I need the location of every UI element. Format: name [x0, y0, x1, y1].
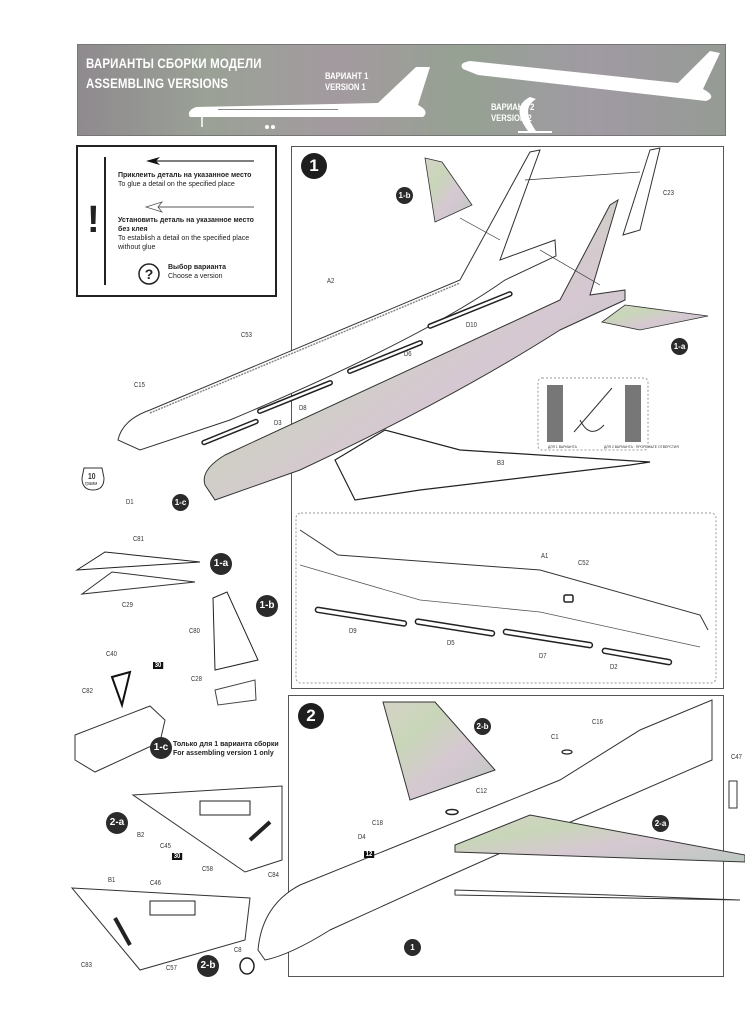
filled-arrow-icon	[146, 157, 254, 165]
part-label-d5: D5	[447, 640, 455, 647]
glue-text-en: To glue a detail on the specified place	[118, 181, 235, 188]
part-label-c80: C80	[189, 628, 200, 635]
badge-1a-sub: 1-a	[210, 553, 232, 575]
part-label-c47: C47	[731, 754, 742, 761]
noglue-text-ru-2: без клея	[118, 226, 148, 233]
part-label-c8: C8	[234, 947, 242, 954]
part-label-c15: C15	[134, 382, 145, 389]
part-label-c53: C53	[241, 332, 252, 339]
star-marker-30b: 30	[172, 853, 183, 860]
weight-unit: грамм	[85, 481, 98, 487]
part-label-d10: D10	[466, 322, 477, 329]
part-label-b1: B1	[108, 877, 116, 884]
part-label-a1: A1	[541, 553, 549, 560]
part-label-c16: C16	[592, 719, 603, 726]
version1-only-en: For assembling version 1 only	[173, 750, 274, 757]
part-label-c57: C57	[166, 965, 177, 972]
part-label-c18: C18	[372, 820, 383, 827]
part-label-d7: D7	[539, 653, 547, 660]
legend-divider	[104, 157, 106, 285]
part-label-c83: C83	[81, 962, 92, 969]
part-label-d3: D3	[274, 420, 282, 427]
version1-label: ВАРИАНТ 1 VERSION 1	[325, 71, 368, 93]
part-label-c82: C82	[82, 688, 93, 695]
exclamation-icon: !	[87, 199, 100, 241]
banner-title-en: ASSEMBLING VERSIONS	[86, 75, 229, 91]
badge-1b: 1-b	[396, 187, 413, 204]
part-label-a2: A2	[327, 278, 335, 285]
noglue-text-en-1: To establish a detail on the specified p…	[118, 235, 250, 242]
badge-2b-sub: 2-b	[197, 955, 219, 977]
star-marker-12: 12	[364, 851, 375, 858]
version2-label-ru: ВАРИАНТ 2	[491, 102, 535, 112]
part-label-c58: C58	[202, 866, 213, 873]
weight-value: 10	[88, 472, 96, 481]
part-label-d1: D1	[126, 499, 134, 506]
cut-note-right: ДЛЯ 2 ВАРИАНТА · ПРОРЕЖЬТЕ ОТВЕРСТИЯ	[604, 444, 679, 449]
part-label-b2: B2	[137, 832, 145, 839]
version1-label-ru: ВАРИАНТ 1	[325, 71, 369, 81]
part-label-c1: C1	[551, 734, 559, 741]
part-label-c84: C84	[268, 872, 279, 879]
assembling-versions-banner: ВАРИАНТЫ СБОРКИ МОДЕЛИ ASSEMBLING VERSIO…	[77, 44, 726, 136]
part-label-c23: C23	[663, 190, 674, 197]
part-label-c52: C52	[578, 560, 589, 567]
badge-1c-sub: 1-c	[150, 737, 172, 759]
banner-title-ru: ВАРИАНТЫ СБОРКИ МОДЕЛИ	[86, 55, 262, 71]
question-icon: ?	[138, 263, 160, 285]
part-label-d8: D8	[299, 405, 307, 412]
badge-1a: 1-a	[671, 338, 688, 355]
glue-instruction: Приклеить деталь на указанное место To g…	[118, 171, 251, 189]
version1-label-en: VERSION 1	[325, 82, 366, 92]
version2-label: ВАРИАНТ 2 VERSION 2	[491, 102, 534, 124]
badge-1: 1	[404, 939, 421, 956]
glue-text-ru: Приклеить деталь на указанное место	[118, 172, 252, 179]
version1-airplane-icon	[188, 51, 720, 133]
part-label-c45: C45	[160, 843, 171, 850]
version1-only-note: Только для 1 варианта сборки For assembl…	[173, 740, 279, 758]
badge-2a: 2-a	[652, 815, 669, 832]
part-label-c28: C28	[191, 676, 202, 683]
part-label-c81: C81	[133, 536, 144, 543]
part-label-d2: D2	[610, 664, 618, 671]
part-label-c46: C46	[150, 880, 161, 887]
choose-text-en: Choose a version	[168, 273, 223, 280]
part-label-c29: C29	[122, 602, 133, 609]
part-label-d6: D6	[404, 351, 412, 358]
star-marker-30: 30	[153, 662, 164, 669]
badge-2a-sub: 2-a	[106, 812, 128, 834]
cut-note-left: ДЛЯ 1 ВАРИАНТА	[548, 444, 577, 449]
part-label-d9: D9	[349, 628, 357, 635]
badge-1b-sub: 1-b	[256, 595, 278, 617]
part-label-c40: C40	[106, 651, 117, 658]
noglue-text-en-2: without glue	[118, 244, 156, 251]
version1-only-ru: Только для 1 варианта сборки	[173, 741, 279, 748]
badge-1c: 1-c	[172, 494, 189, 511]
no-glue-instruction: Установить деталь на указанное место без…	[118, 216, 254, 252]
step2-number: 2	[298, 703, 324, 729]
symbol-legend: ! Приклеить деталь на указанное место To…	[76, 145, 277, 297]
part-label-c12: C12	[476, 788, 487, 795]
step1-number: 1	[301, 153, 327, 179]
outline-arrow-icon	[144, 201, 254, 213]
choose-text-ru: Выбор варианта	[168, 264, 226, 271]
badge-2b: 2-b	[474, 718, 491, 735]
version2-label-en: VERSION 2	[491, 113, 532, 123]
noglue-text-ru-1: Установить деталь на указанное место	[118, 217, 254, 224]
svg-text:?: ?	[145, 266, 154, 282]
part-label-d4: D4	[358, 834, 366, 841]
part-label-b3: B3	[497, 460, 505, 467]
choose-version-instruction: Выбор варианта Choose a version	[168, 263, 226, 281]
